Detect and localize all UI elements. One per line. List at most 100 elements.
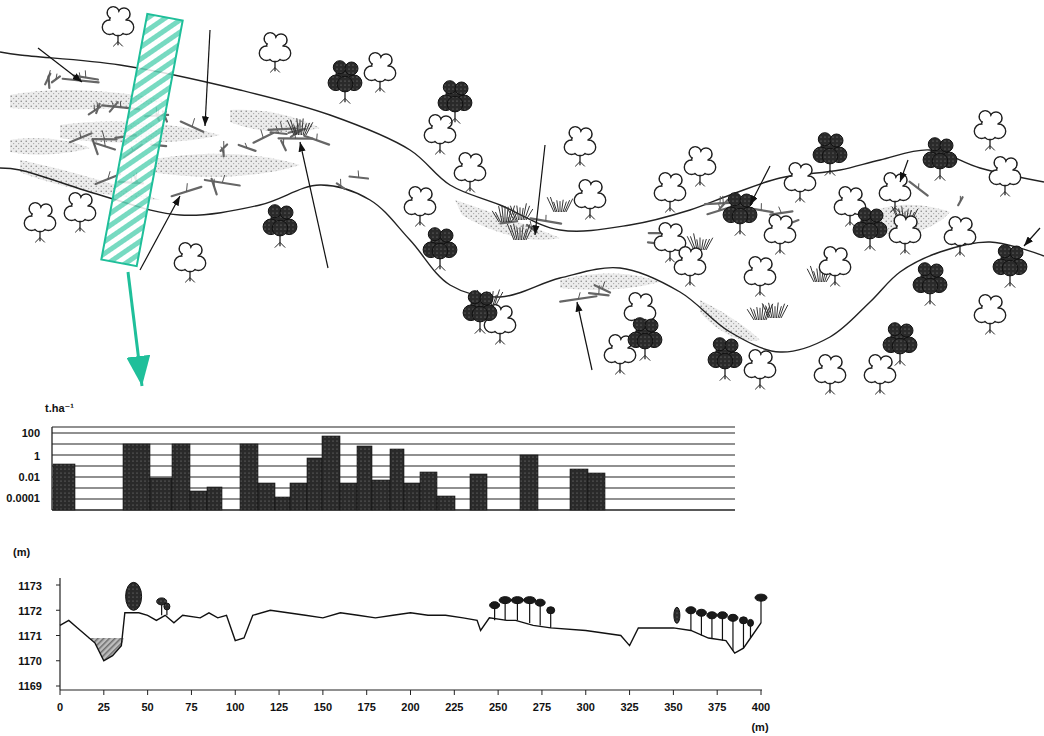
tree xyxy=(654,173,685,213)
trunk xyxy=(900,360,905,365)
tick xyxy=(498,690,499,695)
crown xyxy=(333,61,346,74)
crown xyxy=(984,310,997,323)
crown xyxy=(750,351,760,361)
branch xyxy=(280,122,282,130)
crown xyxy=(1010,246,1023,259)
shrub-stem xyxy=(702,239,704,250)
crown xyxy=(713,338,726,351)
shrub-stem xyxy=(302,118,304,135)
trunk xyxy=(645,355,650,360)
crown xyxy=(794,178,807,191)
shrub-stem xyxy=(526,226,533,240)
crown xyxy=(980,112,990,122)
crown xyxy=(41,205,51,215)
shrub-stem xyxy=(762,304,764,320)
biomass-bar xyxy=(150,478,172,510)
trunk xyxy=(925,300,930,305)
branch xyxy=(960,196,961,201)
branch xyxy=(245,143,247,148)
crown xyxy=(494,320,507,333)
tree-crown xyxy=(739,617,747,624)
shrub-stem xyxy=(766,304,773,320)
crown xyxy=(740,194,753,207)
branch xyxy=(340,179,341,186)
crown xyxy=(892,338,908,354)
bush xyxy=(126,582,142,610)
biomass-bar xyxy=(172,444,190,510)
tick xyxy=(191,690,192,695)
biomass-bar xyxy=(290,483,307,510)
dark-tree xyxy=(723,193,757,236)
axis-tick-label: 100 xyxy=(226,701,244,713)
biomass-bar xyxy=(420,472,437,510)
shrub-stem xyxy=(294,124,297,135)
crown xyxy=(614,350,627,363)
crown xyxy=(570,128,580,138)
crown xyxy=(899,230,912,243)
dark-tree xyxy=(328,61,362,104)
tree-crown xyxy=(524,597,536,604)
tree xyxy=(879,173,910,213)
crown xyxy=(664,238,677,251)
trunk xyxy=(835,282,840,287)
branch xyxy=(545,215,546,221)
gravel-bar xyxy=(150,154,300,177)
gravel-bar xyxy=(700,300,760,341)
tree-crown xyxy=(755,594,767,601)
trunk xyxy=(640,355,645,360)
tick xyxy=(410,690,411,695)
crown xyxy=(410,188,420,198)
dark-tree xyxy=(813,133,847,176)
crown xyxy=(428,228,441,241)
transect-arrow xyxy=(128,272,142,386)
crown xyxy=(370,54,380,64)
crown xyxy=(684,262,697,275)
shrub-stem xyxy=(700,238,701,250)
crown xyxy=(671,175,681,185)
trunk xyxy=(575,162,580,167)
axis-tick-label: 0.01 xyxy=(19,471,40,483)
crown xyxy=(830,134,843,147)
crown xyxy=(922,278,938,294)
crown xyxy=(671,225,681,235)
crown xyxy=(660,174,670,184)
axis-tick-label: 1172 xyxy=(18,605,42,617)
shrub-stem xyxy=(781,305,788,318)
crown xyxy=(900,324,913,337)
crown xyxy=(430,116,440,126)
axis-tick-label: 100 xyxy=(22,427,40,439)
shrub-stem xyxy=(306,122,313,135)
crown xyxy=(840,188,850,198)
crown xyxy=(434,130,447,143)
trunk xyxy=(900,250,905,255)
branch xyxy=(192,118,195,126)
trunk xyxy=(760,385,765,390)
bush xyxy=(674,607,680,623)
pointer-arrow xyxy=(900,160,908,182)
shrub-stem xyxy=(522,224,524,240)
trunk xyxy=(495,340,500,345)
dark-tree xyxy=(463,291,497,334)
crown xyxy=(584,195,597,208)
biomass-bar xyxy=(275,497,290,510)
pointer-arrow xyxy=(300,142,328,268)
shrub-stem xyxy=(754,309,757,320)
branch xyxy=(120,101,121,107)
branch xyxy=(720,196,721,203)
crown xyxy=(119,9,129,19)
crown xyxy=(464,168,477,181)
crown xyxy=(610,336,620,346)
crown xyxy=(889,188,902,201)
crown xyxy=(468,291,481,304)
shrub-stem xyxy=(772,305,774,318)
branch xyxy=(222,175,224,183)
branch xyxy=(358,170,360,177)
tree-crown xyxy=(747,619,753,626)
crown xyxy=(820,356,830,366)
crown xyxy=(381,55,391,65)
trunk xyxy=(40,238,45,243)
biomass-bar xyxy=(520,455,538,510)
